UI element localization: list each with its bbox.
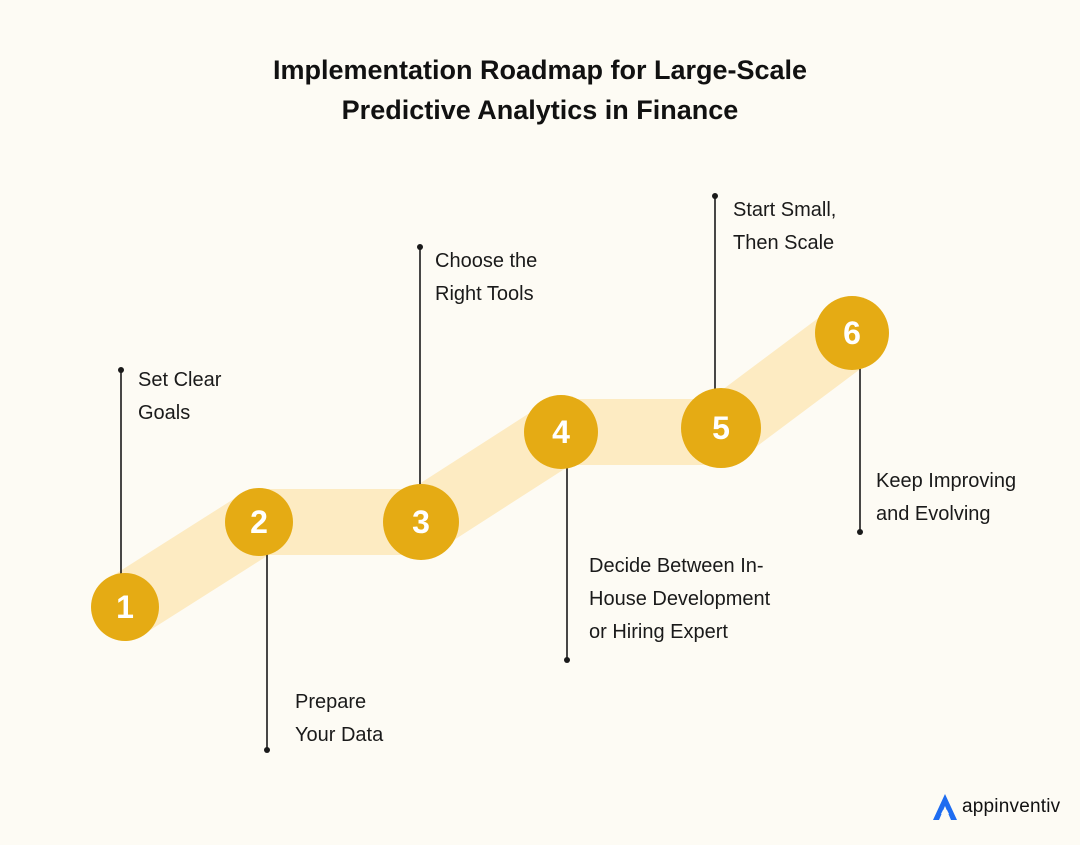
step-3-circle	[383, 484, 459, 560]
title-line-2: Predictive Analytics in Finance	[341, 95, 739, 125]
connector-2	[264, 540, 270, 753]
step-2-circle	[225, 488, 293, 556]
step-6-number: 6	[843, 314, 861, 351]
step-4-label-line: Decide Between In-	[589, 555, 764, 577]
step-6-label-line: and Evolving	[876, 503, 991, 525]
connector-1	[118, 367, 124, 600]
step-3-label-line: Right Tools	[435, 283, 534, 305]
step-6-circle	[815, 296, 889, 370]
title-line-1: Implementation Roadmap for Large-Scale	[272, 55, 808, 85]
step-6-label: Keep Improving and Evolving	[876, 465, 1016, 531]
brand-logo-text: appinventiv	[962, 796, 1061, 817]
step-3-label: Choose the Right Tools	[435, 245, 537, 311]
step-5-circle	[681, 388, 761, 468]
step-4-circle	[524, 395, 598, 469]
diagram-title: Implementation Roadmap for Large-Scale P…	[0, 50, 1080, 130]
appinventiv-logo-icon	[933, 794, 957, 820]
step-3-number: 3	[412, 503, 430, 540]
connector-4	[564, 450, 570, 663]
step-5-number: 5	[712, 409, 730, 446]
step-1-label-line: Set Clear	[138, 369, 222, 391]
step-4-label: Decide Between In- House Development or …	[589, 550, 770, 649]
step-6-label-line: Keep Improving	[876, 470, 1017, 492]
step-2-label-line: Your Data	[295, 724, 384, 746]
step-1-circle	[91, 573, 159, 641]
step-2-label-line: Prepare	[295, 691, 367, 713]
step-1-label: Set Clear Goals	[138, 364, 221, 430]
connector-3	[417, 244, 423, 505]
step-1-number: 1	[116, 588, 134, 625]
step-3-label-line: Choose the	[435, 250, 538, 272]
step-2-label: Prepare Your Data	[295, 686, 383, 752]
step-4-number: 4	[552, 413, 570, 450]
step-5-label-line: Start Small,	[733, 199, 837, 221]
connector-6	[857, 350, 863, 535]
step-5-label-line: Then Scale	[733, 232, 835, 254]
step-4-label-line: House Development	[589, 588, 771, 610]
brand-logo: appinventiv	[932, 792, 1060, 822]
step-5-label: Start Small, Then Scale	[733, 194, 836, 260]
connector-5	[712, 193, 718, 415]
step-4-label-line: or Hiring Expert	[589, 621, 728, 643]
step-1-label-line: Goals	[138, 402, 191, 424]
step-2-number: 2	[250, 503, 268, 540]
